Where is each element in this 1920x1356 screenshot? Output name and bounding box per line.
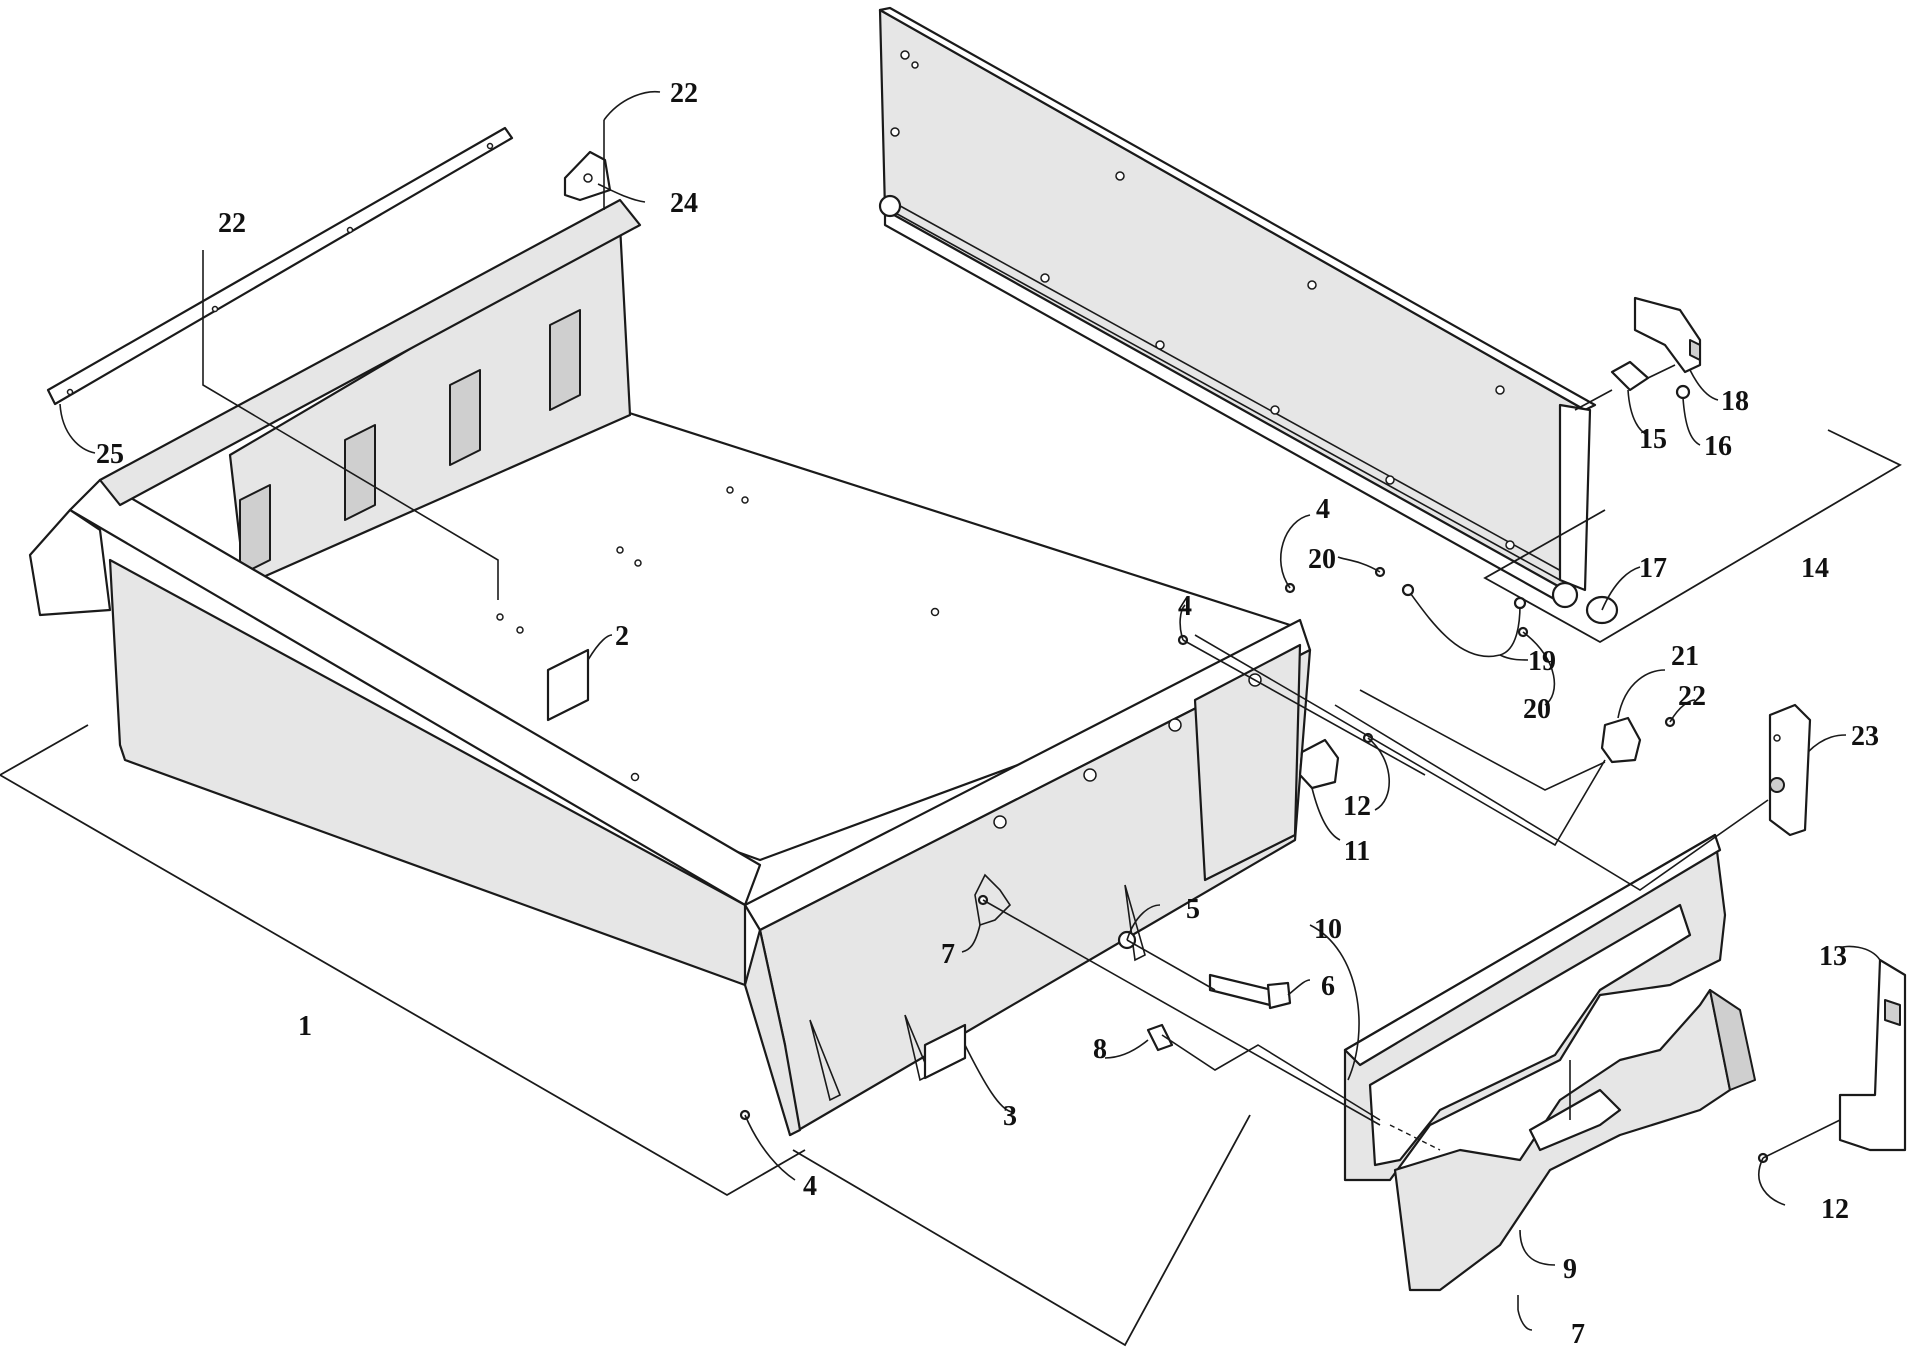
part-13-bracket <box>1838 958 1907 1152</box>
part-10-front-panel <box>1343 833 1727 1182</box>
part-11-clip <box>1298 738 1340 790</box>
callout-13: 13 <box>1819 941 1847 972</box>
callout-labels: 1 2 3 4 4 4 5 6 7 7 8 9 10 11 12 12 13 1… <box>96 78 1879 1350</box>
part-6-bolt <box>1208 973 1292 1010</box>
callout-4-lower: 4 <box>803 1171 817 1202</box>
callout-7-bottom: 7 <box>1571 1319 1585 1350</box>
callout-4-upper: 4 <box>1316 494 1330 525</box>
part-16-nut <box>1675 384 1691 400</box>
callout-21: 21 <box>1671 641 1699 672</box>
callout-20-upper: 20 <box>1308 544 1336 575</box>
callout-23: 23 <box>1851 721 1879 752</box>
callout-3: 3 <box>1003 1101 1017 1132</box>
part-25-rail-strip <box>46 126 514 406</box>
part-9-lower-panel <box>1393 988 1756 1292</box>
part-15-plate <box>1610 360 1650 392</box>
callout-18: 18 <box>1721 386 1749 417</box>
callout-7-left: 7 <box>941 939 955 970</box>
part-14-tailgate <box>878 6 1597 609</box>
callout-4-middle: 4 <box>1178 591 1192 622</box>
callout-16: 16 <box>1704 431 1732 462</box>
part-8-clip <box>1146 1023 1174 1052</box>
callout-24: 24 <box>670 188 698 219</box>
callout-22-right: 22 <box>1678 681 1706 712</box>
callout-1: 1 <box>298 1011 312 1042</box>
callout-19: 19 <box>1528 646 1556 677</box>
part-2-decal <box>546 648 590 722</box>
callout-11: 11 <box>1344 836 1370 867</box>
callout-2: 2 <box>615 621 629 652</box>
callout-22-top: 22 <box>670 78 698 109</box>
callout-6: 6 <box>1321 971 1335 1002</box>
part-23-side-panel <box>1768 703 1812 837</box>
callout-14: 14 <box>1801 553 1829 584</box>
callout-22-upper-left: 22 <box>218 208 246 239</box>
part-18-latch <box>1633 296 1702 374</box>
callout-10: 10 <box>1314 914 1342 945</box>
callout-15: 15 <box>1639 424 1667 455</box>
callout-12-upper: 12 <box>1343 791 1371 822</box>
part-3-decal <box>923 1023 967 1080</box>
callout-9: 9 <box>1563 1254 1577 1285</box>
callout-20-lower: 20 <box>1523 694 1551 725</box>
callout-8: 8 <box>1093 1034 1107 1065</box>
part-21-clip <box>1600 716 1642 764</box>
callout-5: 5 <box>1186 894 1200 925</box>
callout-17: 17 <box>1639 553 1667 584</box>
part-1-cargo-box <box>28 198 1312 1137</box>
part-19-cable <box>1407 589 1521 658</box>
callout-12-lower: 12 <box>1821 1194 1849 1225</box>
leader-lines <box>0 90 1902 1347</box>
callout-25: 25 <box>96 439 124 470</box>
